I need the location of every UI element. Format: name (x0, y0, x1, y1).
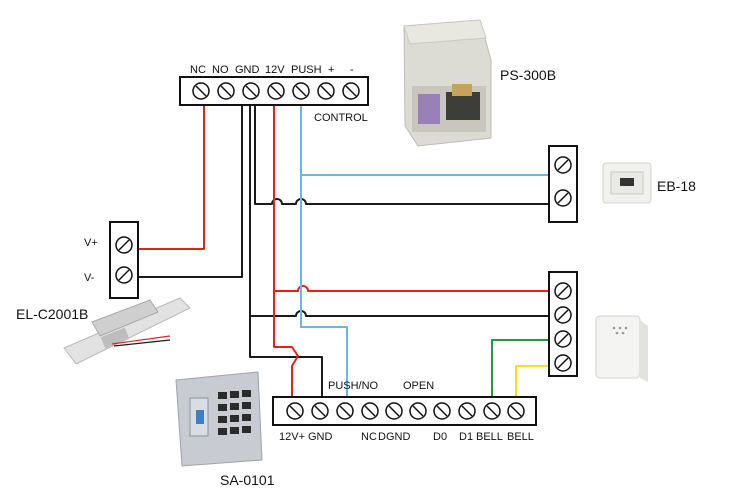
exit-button-label: EB-18 (657, 178, 696, 194)
door-bell-image (595, 315, 648, 382)
ps-term-push: PUSH (291, 64, 322, 76)
exit-button-image (602, 162, 652, 204)
keypad-push-no-label: PUSH/NO (328, 380, 379, 392)
lock-term-vplus: V+ (84, 237, 98, 249)
keypad-image (175, 371, 263, 467)
keypad-term-d1: D1 (459, 431, 473, 443)
wire-black-lock (138, 93, 243, 278)
wire-black-bell (250, 310, 566, 317)
lock-terminal-block: V+ V- (84, 221, 139, 299)
ps-term-12v: 12V (265, 64, 285, 76)
wire-blue-keypad (300, 175, 348, 404)
ps-term-minus: - (350, 64, 354, 76)
keypad-term-12v: 12V+ (279, 431, 305, 443)
keypad-term-gnd: GND (308, 431, 333, 443)
keypad-terminal-block: PUSH/NO OPEN 12V+ GND NC DGND D0 D1 BELL… (272, 380, 537, 443)
ps-term-gnd: GND (235, 64, 260, 76)
bell-terminal-block (548, 271, 578, 377)
keypad-label: SA-0101 (220, 472, 275, 488)
ps-term-plus: + (328, 64, 334, 76)
wire-black-exit (254, 93, 566, 205)
wire-red-lock (138, 91, 205, 250)
keypad-term-nc: NC (361, 431, 377, 443)
power-supply-terminal-block: NC NO GND 12V PUSH + - CONTROL (179, 64, 369, 124)
lock-term-vminus: V- (84, 272, 95, 284)
keypad-term-bell-1: BELL (476, 431, 503, 443)
lock-image (63, 297, 191, 365)
ps-term-nc: NC (190, 64, 206, 76)
keypad-term-bell-2: BELL (507, 431, 534, 443)
ps-control-caption: CONTROL (314, 112, 368, 124)
wire-black-keypad (249, 93, 323, 404)
keypad-open-label: OPEN (403, 380, 434, 392)
power-supply-label: PS-300B (500, 67, 556, 83)
power-supply-image (403, 19, 492, 147)
keypad-term-d0: D0 (433, 431, 447, 443)
lock-label: EL-C2001B (16, 306, 88, 322)
ps-term-no: NO (212, 64, 229, 76)
wires (138, 91, 566, 404)
wire-red-bell (273, 93, 566, 292)
keypad-term-dgnd: DGND (378, 431, 410, 443)
exit-button-terminal-block (548, 145, 578, 223)
wire-red-keypad (273, 291, 299, 404)
wire-green-bell (491, 339, 566, 404)
